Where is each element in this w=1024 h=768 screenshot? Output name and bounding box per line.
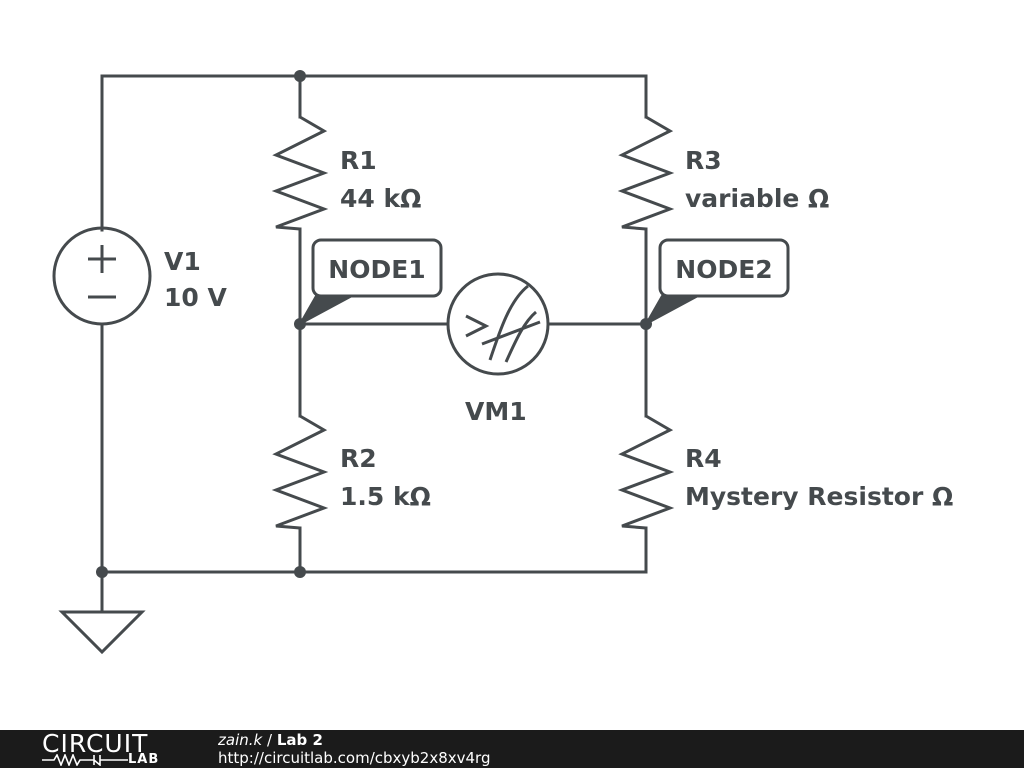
circuit-title-link[interactable]: Lab 2 [276, 731, 323, 749]
r4-value: Mystery Resistor Ω [685, 482, 953, 511]
resistor-icon [271, 115, 329, 231]
circuit-url-link[interactable]: http://circuitlab.com/cbxyb2x8xv4rg [218, 749, 491, 767]
resistor-icon [617, 115, 675, 231]
meta-separator: / [266, 731, 273, 749]
r2-name: R2 [340, 444, 377, 473]
vm1-name: VM1 [465, 397, 527, 426]
resistor-icon [617, 414, 675, 530]
node2-label: NODE2 [645, 238, 790, 325]
r1-name: R1 [340, 146, 377, 175]
resistor-r3: R3 variable Ω [617, 115, 829, 231]
junction-top [294, 70, 306, 82]
node-tag-box [658, 238, 790, 298]
resistor-r4: R4 Mystery Resistor Ω [617, 414, 953, 530]
wires [100, 74, 648, 614]
plus-sign-icon [88, 245, 116, 273]
circuit-meta: zain.k / Lab 2 http://circuitlab.com/cbx… [218, 731, 490, 767]
voltmeter-vm1: VM1 [446, 272, 550, 426]
meter-scale-icon [481, 284, 541, 363]
r3-name: R3 [685, 146, 722, 175]
author-link[interactable]: zain.k [218, 731, 263, 749]
footer-bar: CIRCUIT LAB zain.k / Lab 2 http://circui… [0, 730, 1024, 768]
node1-label: NODE1 [299, 238, 443, 325]
node-tag-box [311, 238, 443, 298]
resistor-icon [271, 414, 329, 530]
meter-needle-icon [465, 314, 490, 338]
node-pointer-icon [645, 295, 699, 325]
circuitlab-logo-sub: LAB [128, 752, 160, 767]
junction-bottom-mid [294, 566, 306, 578]
node1-text: NODE1 [328, 255, 425, 284]
voltmeter-icon [446, 272, 550, 376]
r4-name: R4 [685, 444, 722, 473]
ground-icon [58, 610, 146, 655]
resistor-r2: R2 1.5 kΩ [271, 414, 431, 530]
node2-text: NODE2 [675, 255, 772, 284]
logo-wave-icon [42, 754, 128, 766]
v1-value: 10 V [164, 283, 227, 312]
resistor-r1: R1 44 kΩ [271, 115, 421, 231]
node-pointer-icon [299, 295, 353, 325]
r1-value: 44 kΩ [340, 184, 421, 213]
circuit-schematic: V1 10 V R1 44 kΩ R2 1.5 kΩ R3 variable Ω… [52, 70, 953, 655]
junction-bottom-left [96, 566, 108, 578]
circuitlab-logo-text[interactable]: CIRCUIT [42, 729, 149, 758]
r3-value: variable Ω [685, 184, 829, 213]
v1-name: V1 [164, 247, 201, 276]
voltage-source-v1: V1 10 V [52, 226, 227, 326]
voltage-source-icon [52, 226, 152, 326]
ground [58, 610, 146, 655]
r2-value: 1.5 kΩ [340, 482, 431, 511]
